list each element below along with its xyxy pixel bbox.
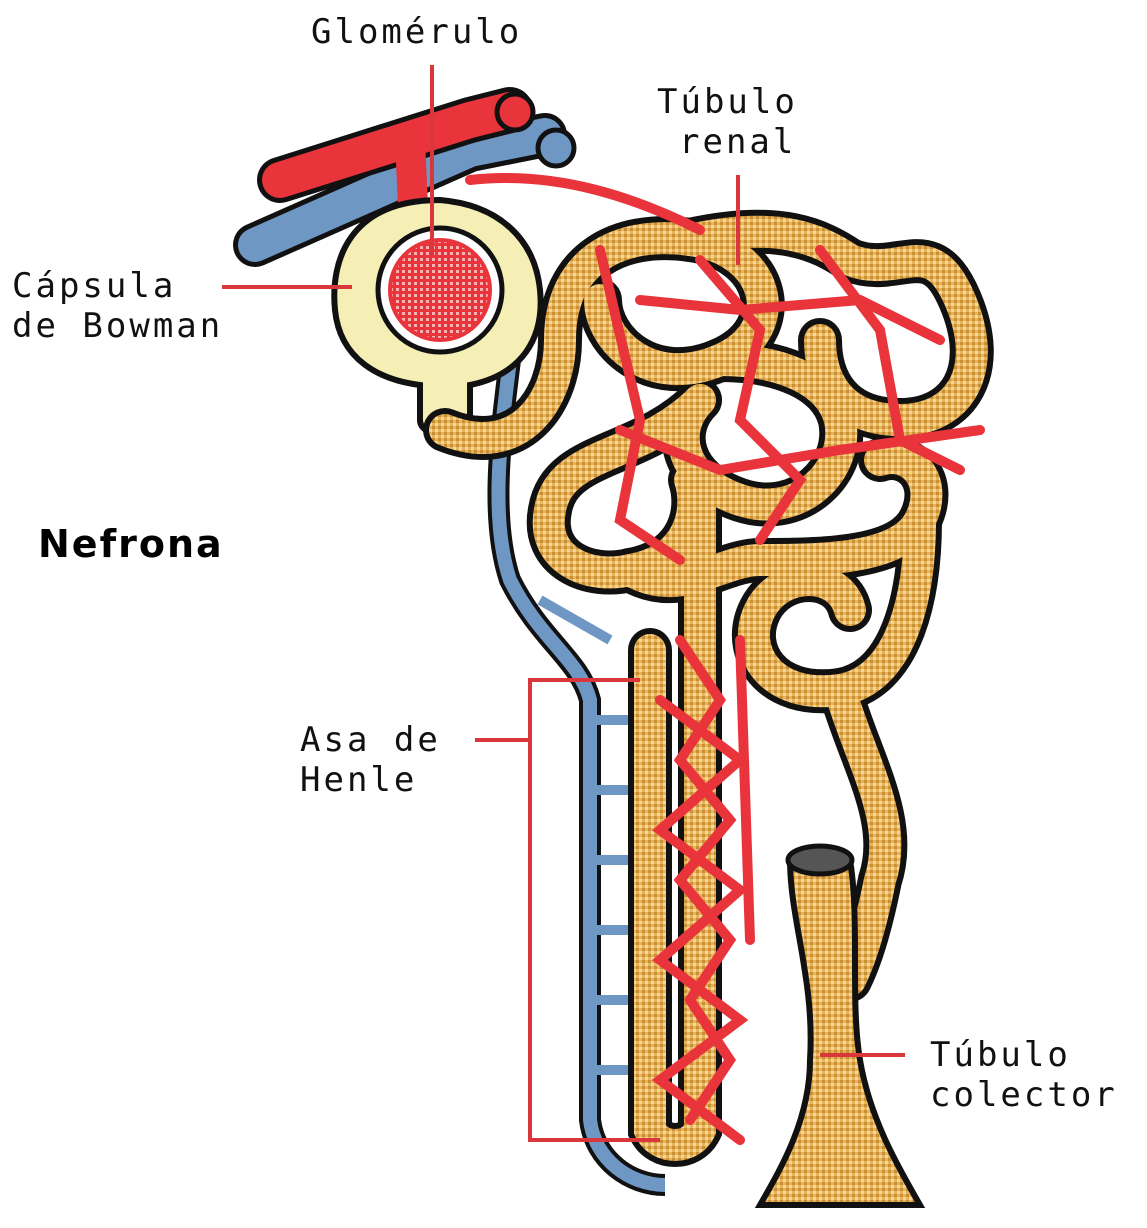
label-asa-2: Henle bbox=[300, 760, 417, 800]
label-tubulo-renal-2: renal bbox=[679, 122, 796, 162]
label-capsula-2: de Bowman bbox=[12, 306, 223, 346]
label-asa-1: Asa de bbox=[300, 720, 441, 760]
label-colector-2: colector bbox=[930, 1075, 1118, 1115]
label-colector-1: Túbulo bbox=[930, 1035, 1071, 1075]
page-title: Nefrona bbox=[38, 522, 224, 566]
label-capsula-1: Cápsula bbox=[12, 266, 176, 306]
label-tubulo-renal-1: Túbulo bbox=[657, 82, 798, 122]
label-glomerulo: Glomérulo bbox=[311, 12, 522, 52]
